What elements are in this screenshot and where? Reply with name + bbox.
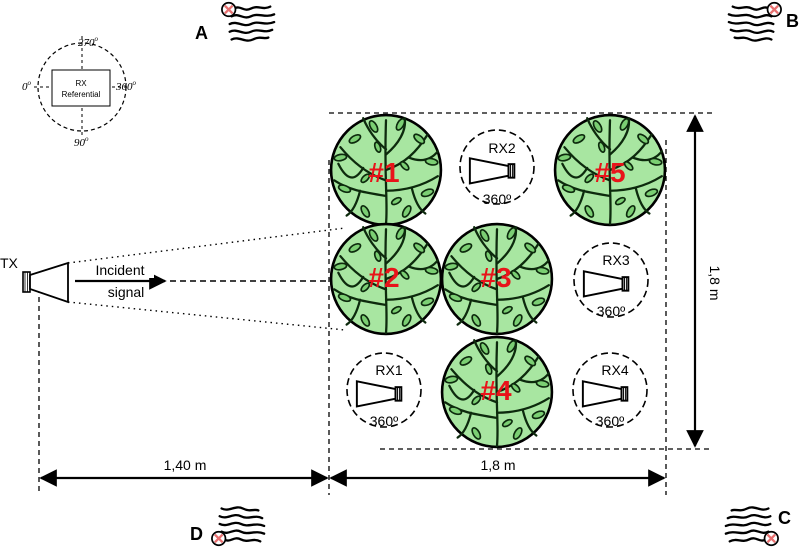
corner-label-d: D <box>190 524 203 544</box>
height-label: 1,8 m <box>707 265 723 300</box>
wave-source-icon <box>727 1 783 42</box>
wave-source-icon <box>210 506 266 547</box>
tree-label-4: #4 <box>480 375 512 406</box>
width-label: 1,8 m <box>480 457 515 473</box>
corner-label-a: A <box>195 23 208 43</box>
wave-source-icon <box>724 506 780 547</box>
source-b: B <box>727 1 799 42</box>
rx-horn-icon <box>582 270 630 298</box>
tree-3: #3 <box>440 222 554 336</box>
rx3-angle: 360º <box>597 303 625 319</box>
tree-4: #4 <box>440 335 554 449</box>
tx-antenna: TX <box>0 255 69 304</box>
incident-line2: signal <box>108 284 145 300</box>
receiver-rx3: RX3 360º <box>573 242 649 319</box>
rx-referential: RX Referential 270o 0o 360o 90o <box>22 35 137 149</box>
tree-label-5: #5 <box>594 157 625 188</box>
corner-label-b: B <box>786 11 799 31</box>
corner-label-c: C <box>778 508 791 528</box>
referential-box-line1: RX <box>75 79 87 88</box>
receiver-rx1: RX1 360º <box>346 352 422 429</box>
source-d: D <box>190 506 266 547</box>
rx3-label: RX3 <box>602 252 629 268</box>
rx1-label: RX1 <box>375 362 402 378</box>
tree-label-3: #3 <box>480 262 511 293</box>
receiver-rx4: RX4 360º <box>572 352 648 429</box>
rx4-label: RX4 <box>601 362 628 378</box>
rx-horn-icon <box>355 380 403 408</box>
receiver-rx2: RX2 360º <box>459 129 535 207</box>
rx2-label: RX2 <box>488 140 515 156</box>
incident-line1: Incident <box>95 262 144 278</box>
boundary-lines <box>38 112 712 495</box>
source-c: C <box>724 506 791 547</box>
dimension-arrows <box>39 114 704 487</box>
rx2-angle: 360º <box>483 191 511 207</box>
angle-top: 270o <box>78 35 99 49</box>
tree-5: #5 <box>553 113 667 227</box>
incident-signal: Incident signal <box>67 227 346 331</box>
tree-2: #2 <box>329 222 443 336</box>
rx-horn-icon <box>468 157 516 185</box>
tree-label-1: #1 <box>368 157 399 188</box>
tree-label-2: #2 <box>368 262 399 293</box>
referential-box-line2: Referential <box>62 90 101 99</box>
angle-right: 360o <box>115 79 137 93</box>
rx1-angle: 360º <box>370 413 398 429</box>
tx-distance-label: 1,40 m <box>164 457 207 473</box>
wave-source-icon <box>220 1 276 42</box>
rx4-angle: 360º <box>596 413 624 429</box>
source-a: A <box>195 1 276 43</box>
rx-horn-icon <box>581 380 629 408</box>
tx-label: TX <box>0 255 19 271</box>
angle-bottom: 90o <box>74 135 89 149</box>
tree-1: #1 <box>329 113 443 227</box>
angle-left: 0o <box>22 79 32 93</box>
